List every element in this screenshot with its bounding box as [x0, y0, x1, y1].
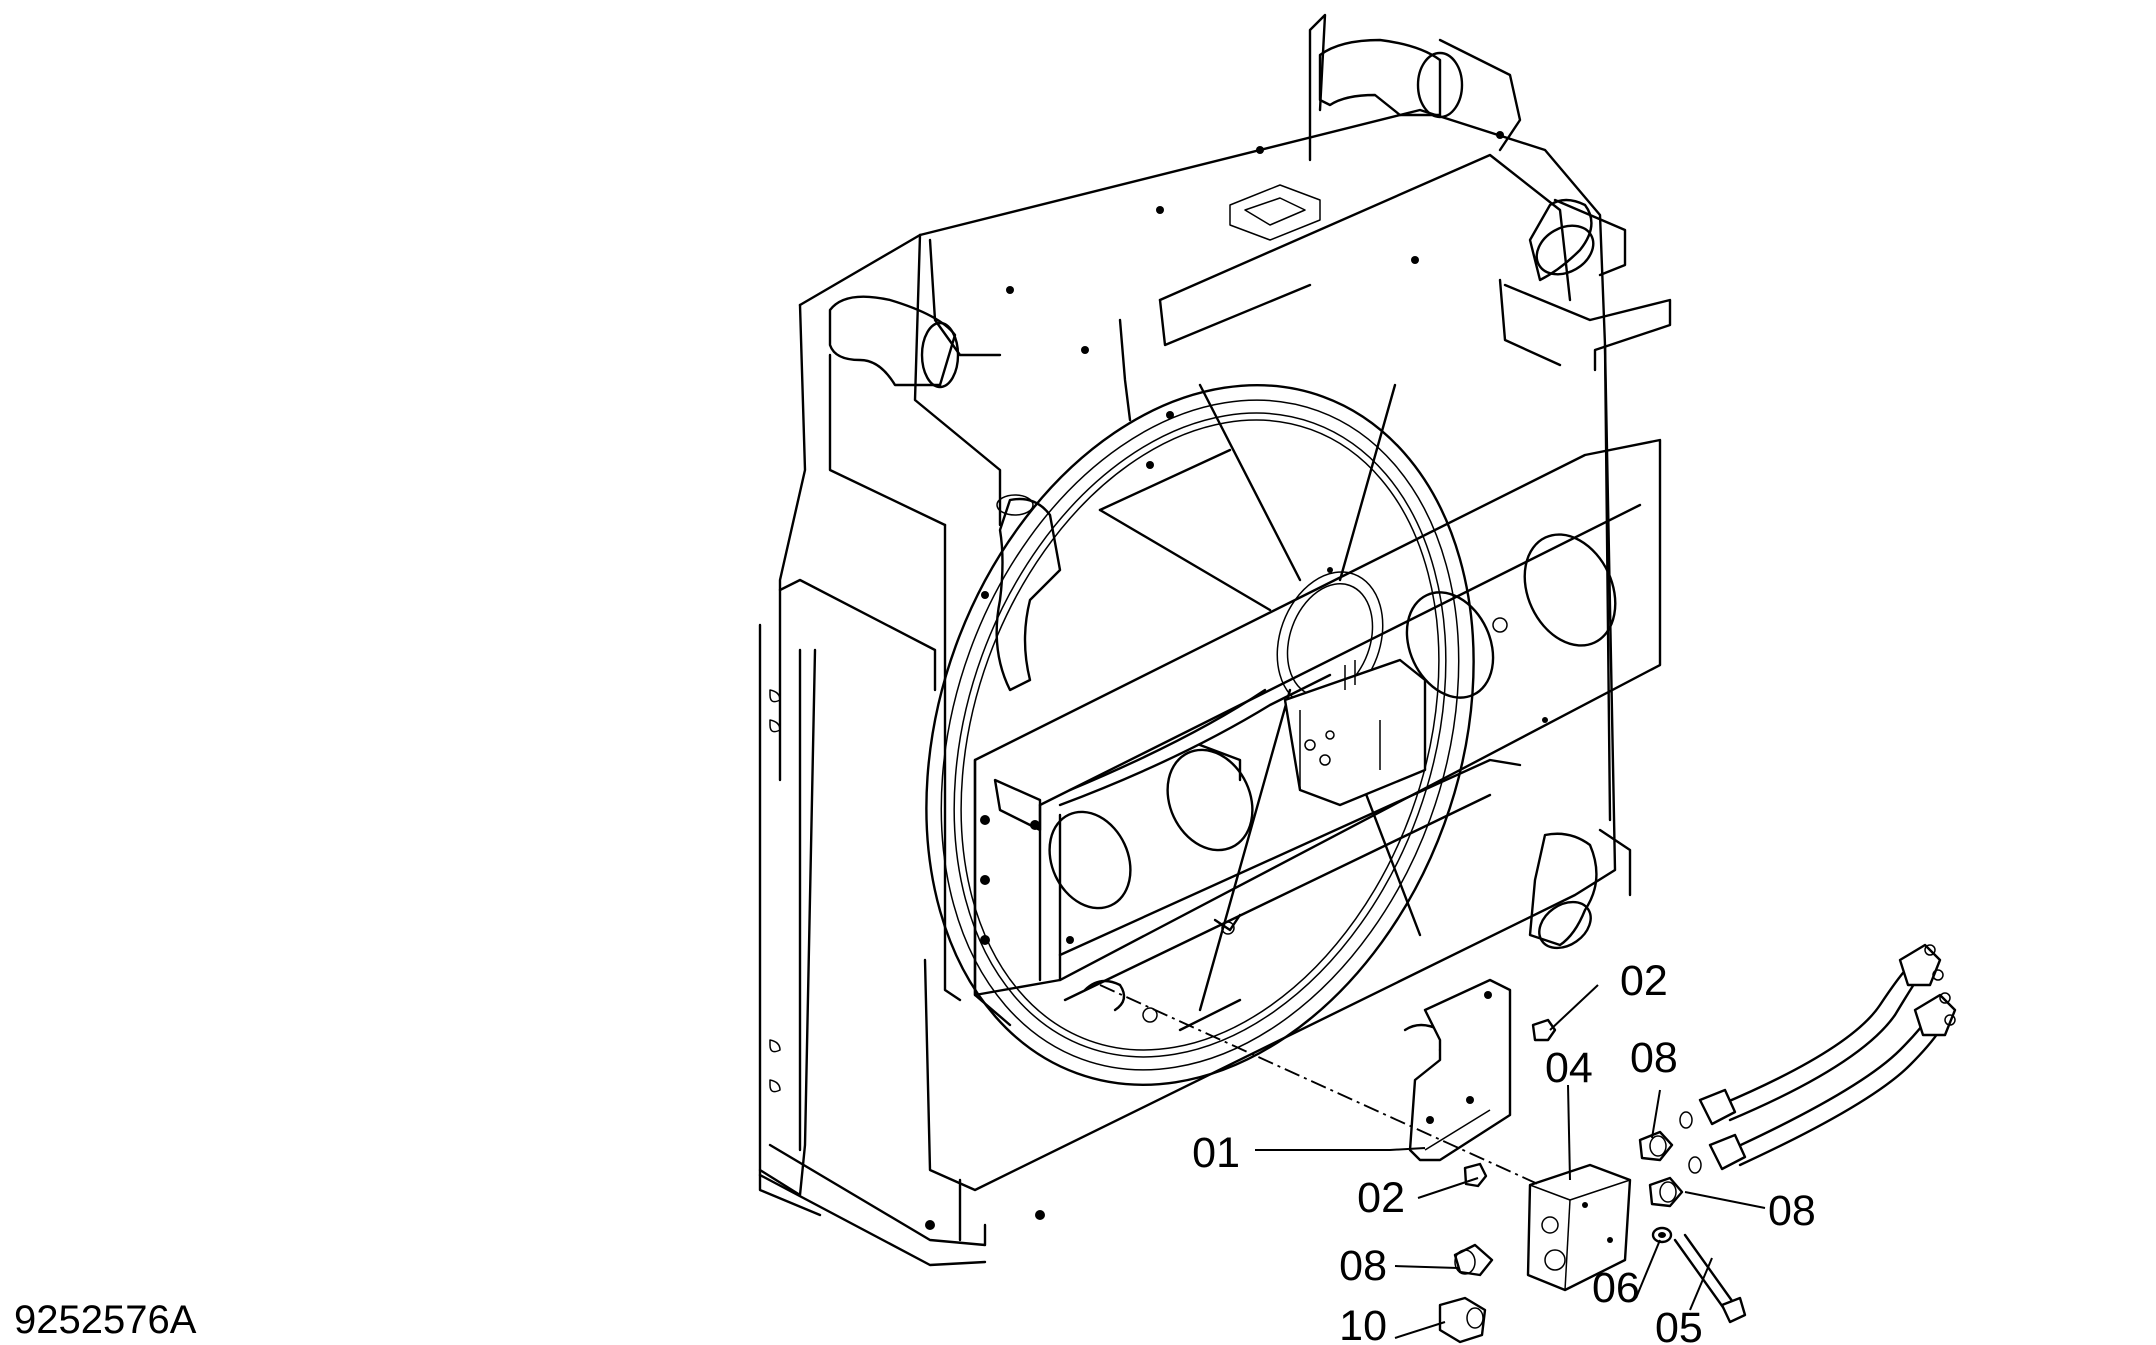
callout-08-right: 08 [1768, 1187, 1816, 1235]
part-01-mounting-plate [1408, 978, 1512, 1162]
callout-10: 10 [1339, 1302, 1387, 1345]
leader-lines [1255, 984, 1766, 1339]
callout-08-upper: 08 [1630, 1034, 1678, 1082]
part-02-bolt-lower [1463, 1162, 1488, 1188]
part-08-fitting-lower [1453, 1243, 1494, 1277]
part-08-fitting-upper [1638, 1130, 1674, 1162]
callout-05: 05 [1655, 1304, 1703, 1345]
part-02-bolt-upper [1531, 1018, 1557, 1042]
part-04-valve-block [1526, 1163, 1632, 1292]
callout-02-upper: 02 [1620, 957, 1668, 1005]
figure-id-label: 9252576A [14, 1298, 197, 1342]
part-06-washer [1651, 1226, 1673, 1244]
part-10-elbow [1438, 1296, 1487, 1344]
callout-06: 06 [1592, 1264, 1640, 1312]
callout-labels: 01 02 02 04 05 06 08 08 08 10 [1192, 957, 1816, 1345]
part-05-bolt [1673, 1233, 1747, 1324]
o-rings [1679, 1111, 1702, 1174]
assembly-line [1099, 984, 1541, 1186]
radiator-assembly [758, 13, 1672, 1267]
callout-04: 04 [1545, 1044, 1593, 1092]
callout-01: 01 [1192, 1129, 1240, 1177]
part-08-fitting-middle [1648, 1176, 1684, 1208]
callout-02-lower: 02 [1357, 1174, 1405, 1222]
callout-08-lower: 08 [1339, 1242, 1387, 1290]
hydraulic-hoses [1698, 943, 1957, 1171]
